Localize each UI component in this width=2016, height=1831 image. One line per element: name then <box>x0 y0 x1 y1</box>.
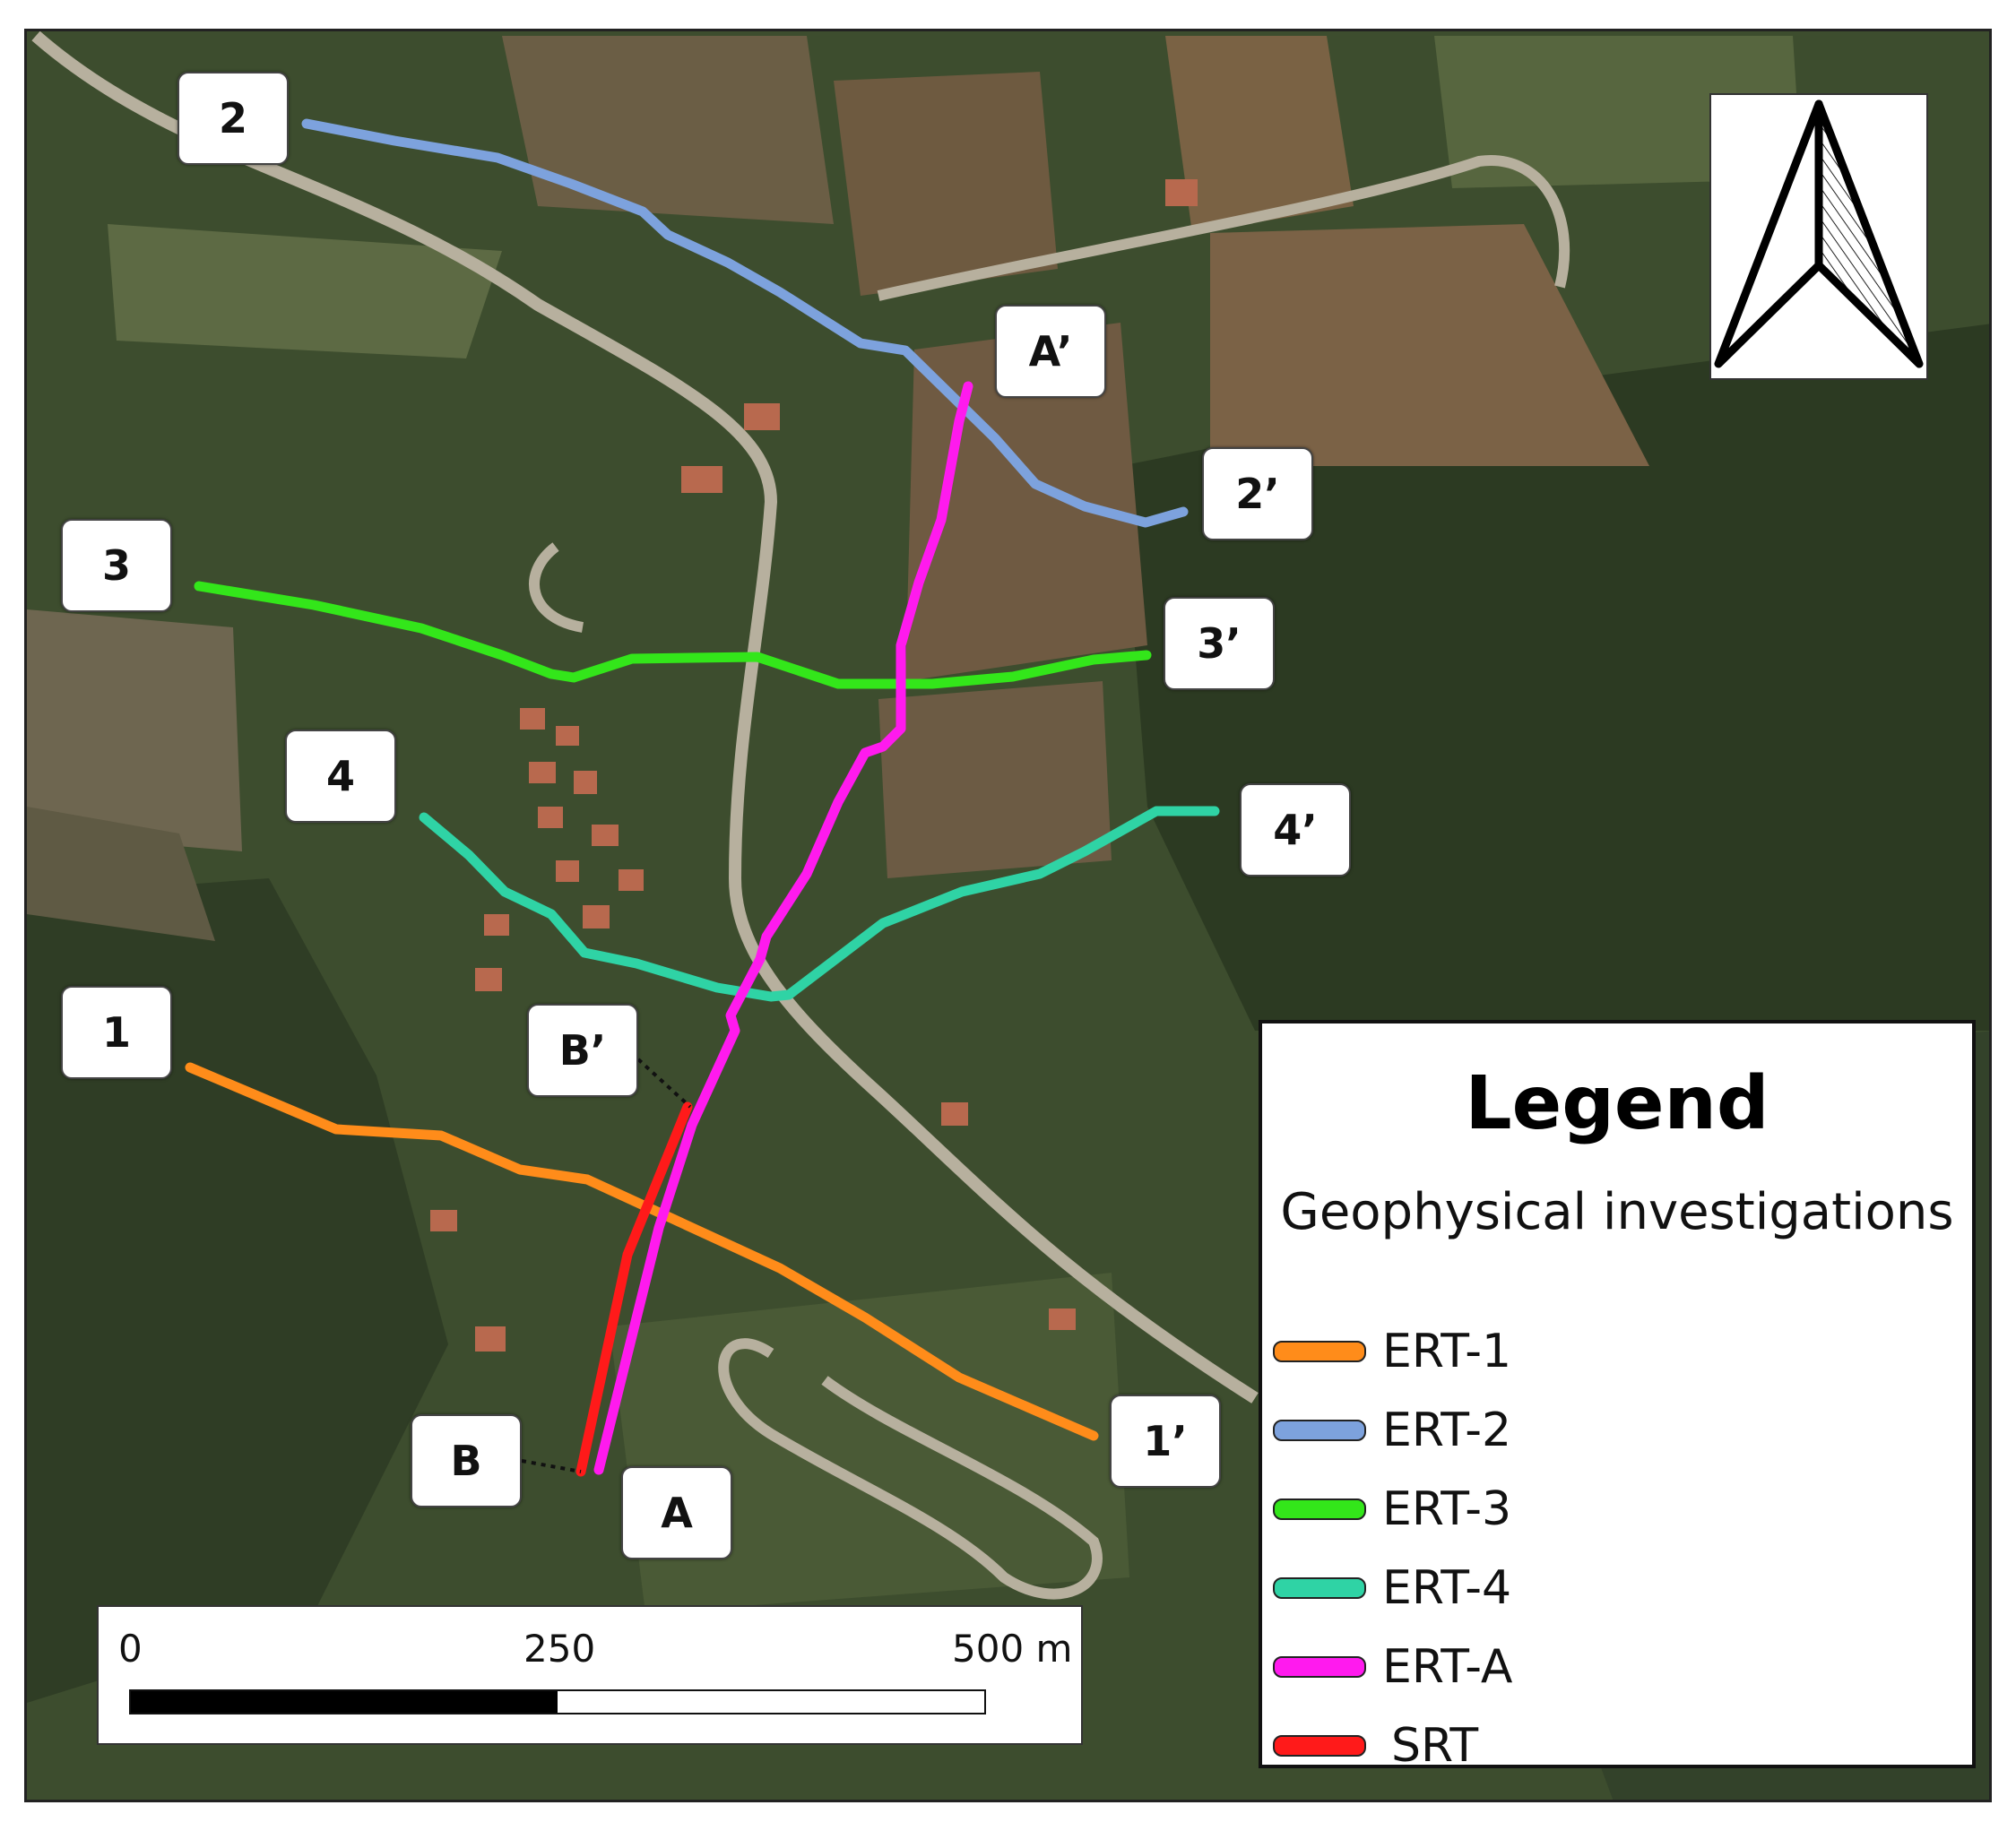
label-4: 4 <box>285 730 396 823</box>
profile-erta <box>593 381 973 1475</box>
legend-swatch-erta <box>1273 1656 1366 1678</box>
legend-swatch-ert4 <box>1273 1577 1366 1599</box>
road <box>529 542 584 633</box>
legend-swatch-ert1 <box>1273 1341 1366 1362</box>
legend-label-srt: SRT <box>1391 1719 1479 1773</box>
leader-bprime-dotted <box>636 1058 692 1109</box>
road <box>31 31 1259 1403</box>
label-4-prime: 4’ <box>1240 783 1351 877</box>
legend-label-ert1: ERT-1 <box>1382 1325 1512 1378</box>
label-1-prime: 1’ <box>1110 1395 1221 1488</box>
scale-bar-graphic <box>129 1689 986 1714</box>
label-2: 2 <box>177 72 289 165</box>
field <box>27 609 242 851</box>
scale-tick-500: 500 m <box>952 1627 1073 1671</box>
legend-label-ert4: ERT-4 <box>1382 1561 1512 1615</box>
legend-swatch-ert2 <box>1273 1420 1366 1441</box>
profile-ert2 <box>301 118 1189 528</box>
profile-srt <box>575 1101 693 1477</box>
field <box>27 807 215 941</box>
label-3-prime: 3’ <box>1164 597 1275 690</box>
field <box>108 224 502 358</box>
legend-box: Legend Geophysical investigations ERT-1 … <box>1259 1020 1976 1773</box>
label-b: B <box>411 1414 522 1507</box>
forest-area <box>27 878 448 1703</box>
legend-label-ert3: ERT-3 <box>1382 1482 1512 1536</box>
label-a: A <box>621 1466 732 1559</box>
field <box>502 36 834 224</box>
village-buildings <box>430 179 1198 1352</box>
legend-item-ert1: ERT-1 <box>1273 1325 1511 1378</box>
scale-bar: 0 250 500 m <box>97 1605 1083 1745</box>
field <box>1210 224 1649 466</box>
legend-item-srt: SRT <box>1273 1719 1478 1773</box>
field <box>834 72 1058 296</box>
road <box>718 1338 1103 1600</box>
profile-ert3 <box>194 581 1152 689</box>
scale-tick-250: 250 <box>523 1627 596 1671</box>
north-arrow-icon <box>1709 93 1928 380</box>
scale-segment-black <box>131 1691 558 1713</box>
field <box>878 681 1112 878</box>
legend-swatch-ert3 <box>1273 1498 1366 1520</box>
road <box>877 155 1570 301</box>
label-b-prime: B’ <box>527 1004 638 1097</box>
leader-b-dotted <box>521 1459 582 1473</box>
label-1: 1 <box>61 986 172 1079</box>
scale-tick-0: 0 <box>118 1627 143 1671</box>
legend-label-erta: ERT-A <box>1382 1640 1513 1694</box>
scale-segment-white <box>558 1691 984 1713</box>
field <box>610 1273 1129 1613</box>
legend-item-ert3: ERT-3 <box>1273 1482 1511 1536</box>
legend-item-ert2: ERT-2 <box>1273 1403 1511 1457</box>
legend-swatch-srt <box>1273 1735 1366 1757</box>
legend-subtitle: Geophysical investigations <box>1280 1183 1954 1241</box>
profile-ert1 <box>185 1062 1099 1441</box>
legend-item-erta: ERT-A <box>1273 1640 1512 1694</box>
field <box>1165 36 1354 233</box>
legend-label-ert2: ERT-2 <box>1382 1403 1512 1457</box>
legend-title: Legend <box>1465 1061 1769 1146</box>
label-2-prime: 2’ <box>1202 447 1313 540</box>
legend-item-ert4: ERT-4 <box>1273 1561 1511 1615</box>
label-a-prime: A’ <box>995 305 1106 398</box>
label-3: 3 <box>61 519 172 612</box>
